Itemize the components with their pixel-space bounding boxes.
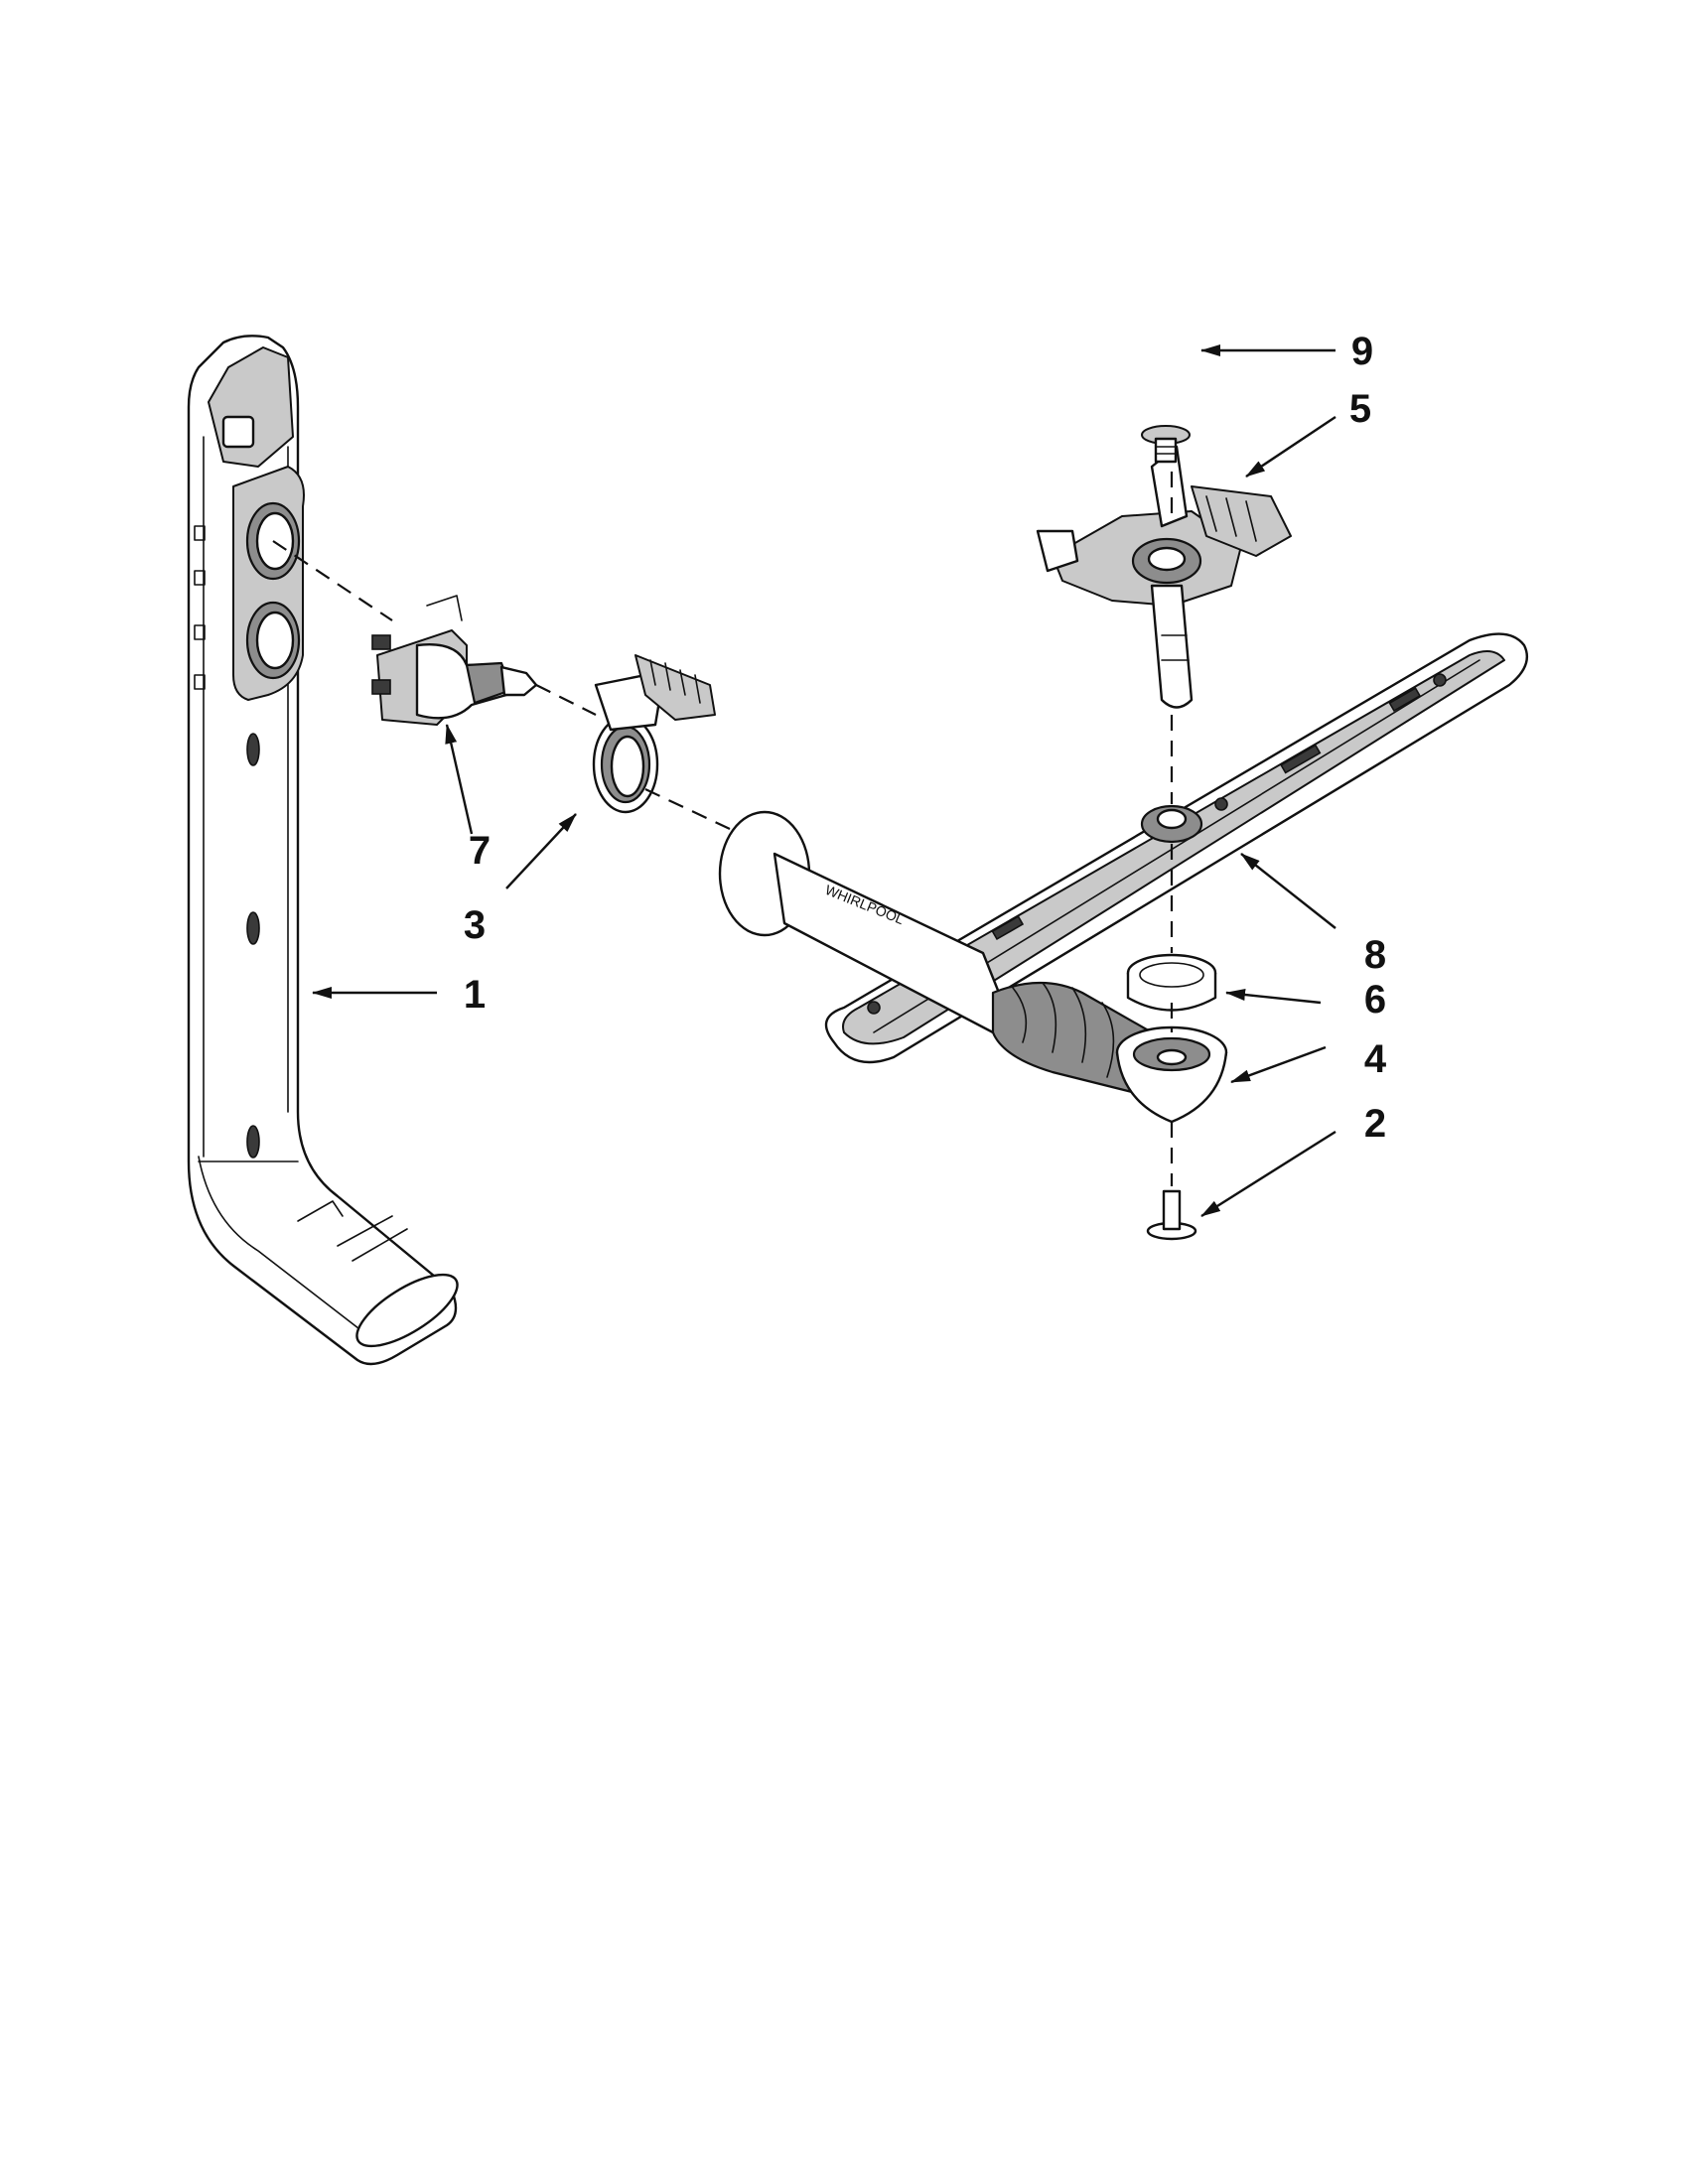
- callout-6: 6: [1364, 978, 1386, 1022]
- leader-3: [505, 813, 577, 889]
- callout-7: 7: [469, 829, 491, 873]
- part-2-screw: [1146, 1189, 1197, 1241]
- leader-7: [445, 724, 474, 835]
- part-8-spray-arm: [824, 632, 1529, 1064]
- part-1-spray-tube: [187, 335, 459, 1366]
- callout-1: 1: [464, 973, 486, 1017]
- leader-4: [1230, 1045, 1327, 1084]
- leader-6: [1225, 989, 1322, 1005]
- inlet-tube-assembly: WHIRLPOOL: [718, 810, 1154, 1094]
- callout-2: 2: [1364, 1102, 1386, 1146]
- callout-9: 9: [1351, 330, 1373, 373]
- part-7-valve: [371, 595, 538, 726]
- part-4-bearing: [1115, 1025, 1228, 1124]
- leader-8: [1240, 853, 1336, 929]
- assembly-lines: [272, 472, 1174, 1186]
- leader-2: [1200, 1130, 1336, 1218]
- part-6-ring: [1126, 953, 1217, 1012]
- leader-arrows: [312, 344, 1336, 1218]
- leader-5: [1245, 416, 1336, 478]
- callout-5: 5: [1349, 387, 1371, 431]
- part-9-screw: [1141, 425, 1191, 464]
- callout-labels: 1 2 3 4 5 6 7 8 9: [464, 330, 1387, 1146]
- part-5-hub: [1036, 445, 1292, 709]
- callout-8: 8: [1364, 933, 1386, 977]
- callout-4: 4: [1364, 1037, 1387, 1081]
- callout-3: 3: [464, 903, 486, 947]
- part-3-clamp: [592, 654, 716, 814]
